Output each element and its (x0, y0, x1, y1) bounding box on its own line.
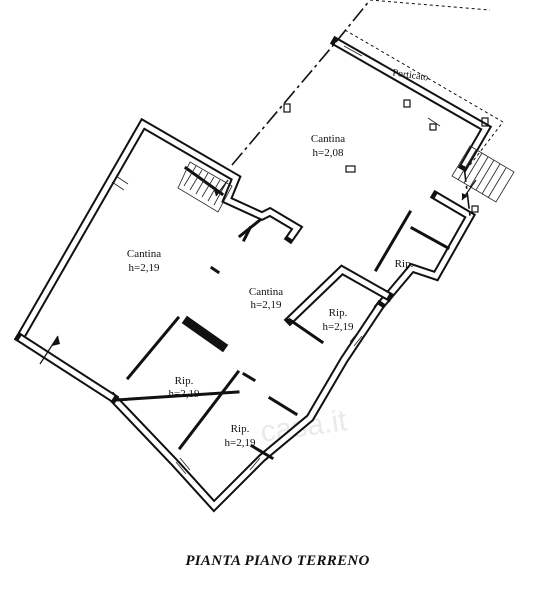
entrance-arrow-icon (39, 335, 60, 365)
room-name-rip-southwest: Rip. (175, 375, 194, 387)
room-height-rip-southwest: h=2,19 (169, 388, 200, 400)
room-height-rip-center: h=2,19 (323, 321, 354, 333)
room-height-cantina-west: h=2,19 (129, 262, 160, 274)
interior-walls (114, 165, 451, 461)
pillars (283, 99, 489, 213)
room-labels: Cantina h=2,08 Cantina h=2,19 Cantina h=… (127, 68, 429, 449)
room-name-cantina-center: Cantina (249, 286, 283, 298)
room-height-cantina-center: h=2,19 (251, 299, 282, 311)
room-height-cantina-north: h=2,08 (313, 147, 344, 159)
exterior-walls (13, 35, 493, 513)
plan-title: PIANTA PIANO TERRENO (185, 553, 370, 569)
room-height-rip-south: h=2,19 (225, 437, 256, 449)
porch-label: Porticato (392, 68, 429, 84)
room-name-cantina-west: Cantina (127, 248, 161, 260)
west-staircase (177, 161, 233, 213)
windows (111, 45, 441, 475)
dashed-boundaries (231, 0, 504, 217)
room-name-rip-east: Rip. (395, 258, 414, 270)
east-staircase (451, 145, 515, 203)
room-name-rip-south: Rip. (231, 423, 250, 435)
room-name-rip-center: Rip. (329, 307, 348, 319)
room-name-cantina-north: Cantina (311, 133, 345, 145)
